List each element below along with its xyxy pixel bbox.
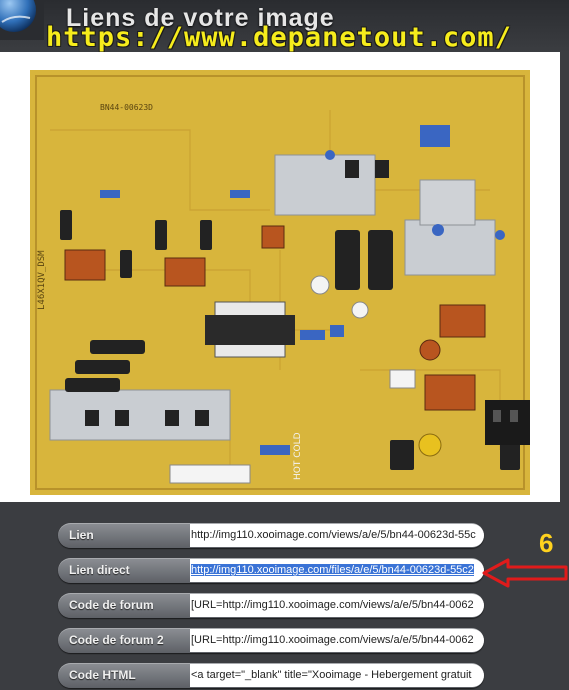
- header-bar: Liens de votre image https://www.depanet…: [0, 0, 569, 53]
- link-row-code-html: Code HTML <a target="_blank" title="Xooi…: [58, 663, 484, 688]
- link-row-lien-direct: Lien direct http://img110.xooimage.com/f…: [58, 558, 484, 583]
- circuit-board-image: BN44-00623D L46X1QV_DSM HOT COLD: [30, 70, 530, 495]
- link-field-lien[interactable]: http://img110.xooimage.com/views/a/e/5/b…: [190, 524, 484, 547]
- image-preview: BN44-00623D L46X1QV_DSM HOT COLD: [0, 52, 560, 502]
- link-label: Code de forum 2: [69, 633, 164, 647]
- page-title: Liens de votre image: [66, 4, 335, 32]
- link-label: Code HTML: [69, 668, 136, 682]
- link-label: Lien direct: [69, 563, 130, 577]
- link-label: Lien: [69, 528, 94, 542]
- link-label: Code de forum: [69, 598, 154, 612]
- link-row-code-forum-2: Code de forum 2 [URL=http://img110.xooim…: [58, 628, 484, 653]
- link-row-code-forum: Code de forum [URL=http://img110.xooimag…: [58, 593, 484, 618]
- watermark-url: https://www.depanetout.com/: [46, 22, 512, 53]
- link-field-lien-direct[interactable]: http://img110.xooimage.com/files/a/e/5/b…: [190, 559, 484, 582]
- red-arrow-icon: [482, 558, 568, 588]
- link-row-lien: Lien http://img110.xooimage.com/views/a/…: [58, 523, 484, 548]
- link-field-code-forum[interactable]: [URL=http://img110.xooimage.com/views/a/…: [190, 594, 484, 617]
- selected-text[interactable]: http://img110.xooimage.com/files/a/e/5/b…: [191, 564, 474, 576]
- link-field-code-html[interactable]: <a target="_blank" title="Xooimage - Heb…: [190, 664, 484, 687]
- link-field-code-forum-2[interactable]: [URL=http://img110.xooimage.com/views/a/…: [190, 629, 484, 652]
- board-hot-cold-label: HOT COLD: [293, 432, 303, 480]
- board-marking: BN44-00623D: [100, 103, 153, 112]
- globe-logo-icon: [0, 0, 44, 40]
- annotation-number: 6: [539, 528, 554, 558]
- board-side-label: L46X1QV_DSM: [37, 250, 47, 310]
